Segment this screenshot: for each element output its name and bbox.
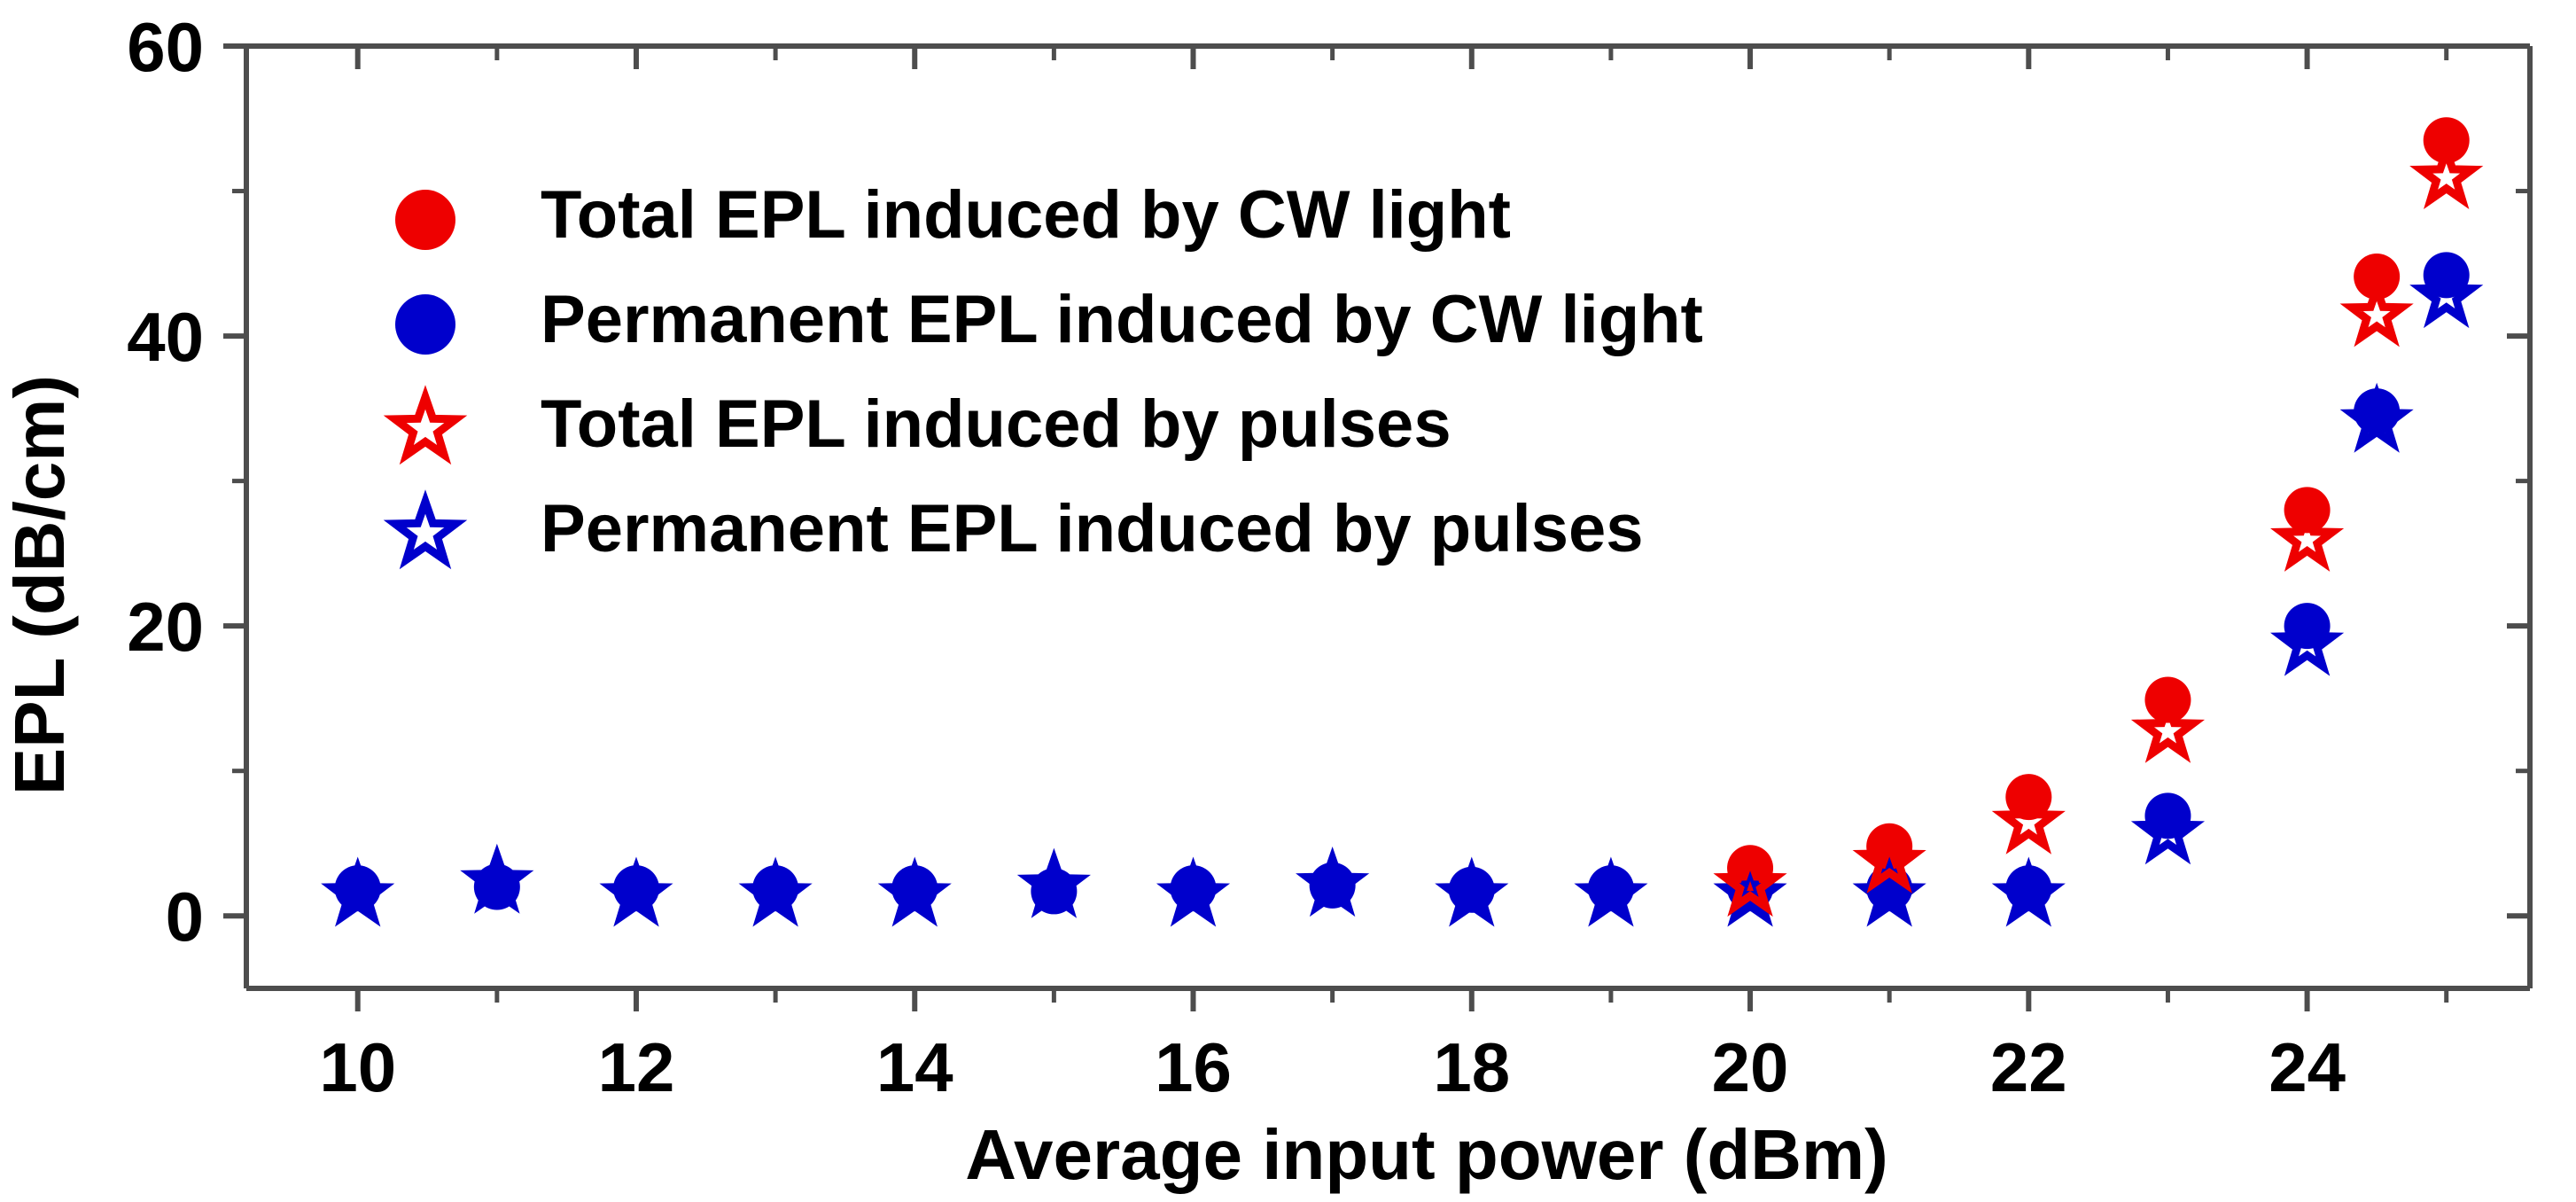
data-point-star xyxy=(2270,501,2345,572)
y-tick-label: 20 xyxy=(127,588,204,666)
data-point-star xyxy=(2339,382,2414,453)
data-point-star xyxy=(2130,692,2206,763)
data-point-star xyxy=(599,856,673,927)
data-point-star xyxy=(321,856,395,927)
y-tick-label: 60 xyxy=(127,8,204,86)
data-point-star xyxy=(738,856,813,927)
data-point-star xyxy=(2130,794,2206,865)
data-point-star xyxy=(1991,856,2066,927)
x-axis-title: Average input power (dBm) xyxy=(965,1115,1888,1194)
data-point-star xyxy=(1991,784,2066,855)
tick-labels-group: 0 20 40 60 10 12 14 16 18 20 22 24 xyxy=(127,8,2346,1106)
data-points-group xyxy=(321,117,2484,927)
data-point-star xyxy=(1435,856,1509,927)
legend-item: Permanent EPL induced by CW light xyxy=(395,282,1703,357)
legend-marker-circle-icon xyxy=(395,190,455,250)
legend-marker-circle-icon xyxy=(395,294,455,355)
data-point-star xyxy=(460,843,534,914)
x-tick-label: 12 xyxy=(598,1028,675,1106)
data-point-star xyxy=(1713,846,1787,917)
legend-label: Total EPL induced by pulses xyxy=(541,386,1451,462)
legend-item: Total EPL induced by CW light xyxy=(395,177,1511,253)
y-axis-title: EPL (dB/cm) xyxy=(0,375,79,795)
legend-marker-star-icon xyxy=(383,489,468,570)
legend-label: Permanent EPL induced by pulses xyxy=(541,491,1644,566)
data-point-star xyxy=(1574,856,1648,927)
x-tick-label: 16 xyxy=(1155,1028,1232,1106)
data-point-star xyxy=(2339,277,2414,347)
data-point-star xyxy=(2409,258,2484,329)
data-point-circle xyxy=(2354,254,2401,300)
data-point-star xyxy=(1713,856,1787,927)
x-tick-label: 14 xyxy=(876,1028,953,1106)
data-point-star xyxy=(1156,856,1231,927)
legend-item: Permanent EPL induced by pulses xyxy=(383,489,1644,570)
legend-label: Total EPL induced by CW light xyxy=(541,177,1511,253)
x-tick-label: 10 xyxy=(319,1028,396,1106)
data-point-star xyxy=(1016,847,1091,918)
x-tick-label: 18 xyxy=(1433,1028,1510,1106)
legend-marker-star-icon xyxy=(383,385,468,465)
data-point-star xyxy=(1852,823,1926,894)
x-tick-label: 22 xyxy=(1990,1028,2067,1106)
y-tick-label: 40 xyxy=(127,298,204,376)
x-tick-label: 24 xyxy=(2269,1028,2346,1106)
legend-label: Permanent EPL induced by CW light xyxy=(541,282,1703,357)
y-tick-label: 0 xyxy=(166,878,204,956)
data-point-star xyxy=(1296,847,1370,917)
data-point-star xyxy=(877,856,952,927)
x-tick-label: 20 xyxy=(1712,1028,1789,1106)
data-point-star xyxy=(2270,605,2345,676)
axes-group xyxy=(223,43,2533,1011)
data-point-star xyxy=(2409,138,2484,209)
legend-item: Total EPL induced by pulses xyxy=(383,385,1451,465)
